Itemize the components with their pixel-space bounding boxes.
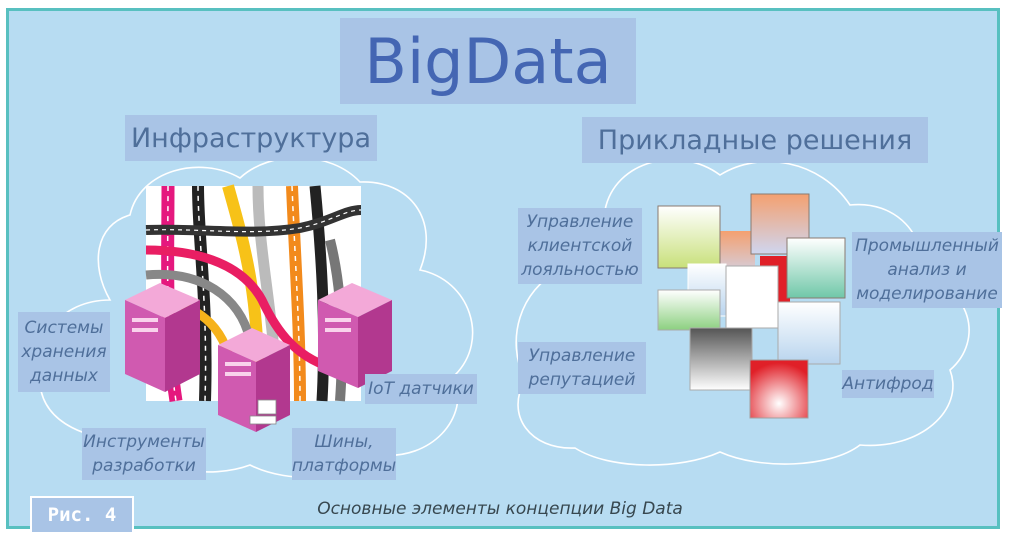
label-reputation-management: Управление репутацией	[518, 342, 646, 394]
applied-solutions-heading: Прикладные решения	[582, 117, 928, 163]
label-industrial-analysis: Промышленный анализ и моделирование	[852, 232, 1002, 308]
infrastructure-heading: Инфраструктура	[125, 115, 377, 161]
label-storage-systems: Системы хранения данных	[18, 312, 110, 392]
label-customer-loyalty: Управление клиентской лояльностью	[518, 208, 642, 284]
figure-number-badge: Рис. 4	[30, 496, 134, 534]
label-buses-platforms: Шины, платформы	[292, 428, 396, 480]
label-dev-tools: Инструменты разработки	[82, 428, 206, 480]
label-iot-sensors: IoT датчики	[365, 374, 477, 404]
diagram-title: BigData	[340, 18, 636, 104]
figure-caption: Основные элементы концепции Big Data	[317, 499, 683, 519]
applied-cloud	[515, 158, 970, 466]
server-right	[318, 283, 392, 388]
server-left	[125, 283, 200, 392]
server-center	[218, 328, 290, 432]
label-antifraud: Антифрод	[842, 370, 934, 398]
applications-collage	[657, 193, 846, 419]
